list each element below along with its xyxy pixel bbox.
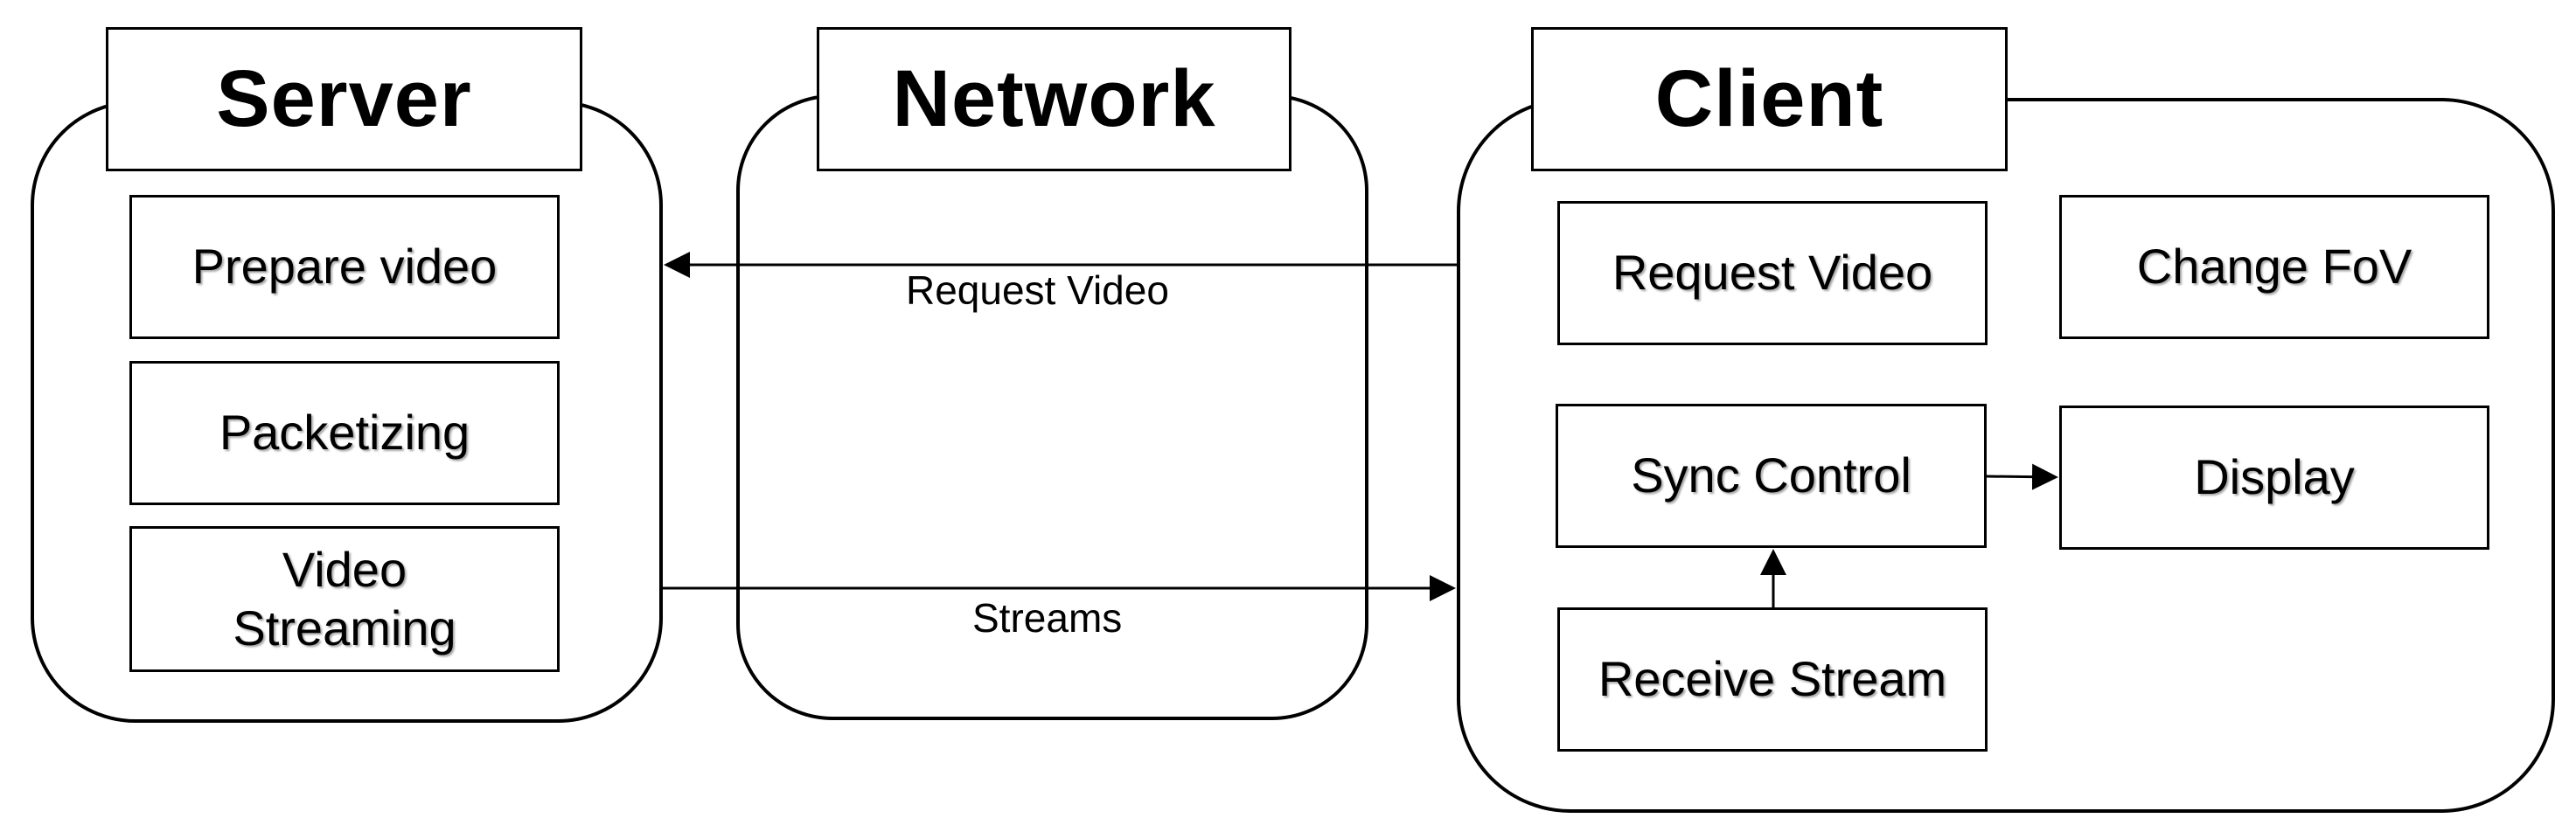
- sync-control-box: Sync Control: [1556, 404, 1987, 548]
- packetizing-box: Packetizing: [129, 361, 560, 505]
- receive-stream-box: Receive Stream: [1557, 607, 1988, 752]
- server-header: Server: [106, 27, 582, 171]
- streams-edge-label: Streams: [972, 595, 1123, 641]
- sync-control-label: Sync Control: [1631, 447, 1911, 503]
- network-group: [736, 94, 1368, 720]
- request-video-label: Request Video: [1612, 245, 1933, 301]
- request-video-box: Request Video: [1557, 201, 1988, 345]
- server-title: Server: [216, 54, 472, 143]
- receive-stream-label: Receive Stream: [1598, 651, 1947, 707]
- sync-to-display-arrow: [1986, 463, 2058, 490]
- client-header: Client: [1531, 27, 2008, 171]
- change-fov-box: Change FoV: [2059, 195, 2489, 339]
- packetizing-label: Packetizing: [219, 405, 470, 461]
- video-streaming-label: Video Streaming: [233, 542, 456, 655]
- video-streaming-box: Video Streaming: [129, 526, 560, 672]
- network-title: Network: [892, 54, 1216, 143]
- prepare-video-label: Prepare video: [191, 239, 498, 295]
- prepare-video-box: Prepare video: [129, 195, 560, 339]
- network-header: Network: [817, 27, 1291, 171]
- client-title: Client: [1654, 54, 1884, 143]
- request-video-edge-label: Request Video: [906, 267, 1169, 313]
- change-fov-label: Change FoV: [2136, 239, 2412, 295]
- display-label: Display: [2194, 449, 2355, 505]
- display-box: Display: [2059, 406, 2489, 550]
